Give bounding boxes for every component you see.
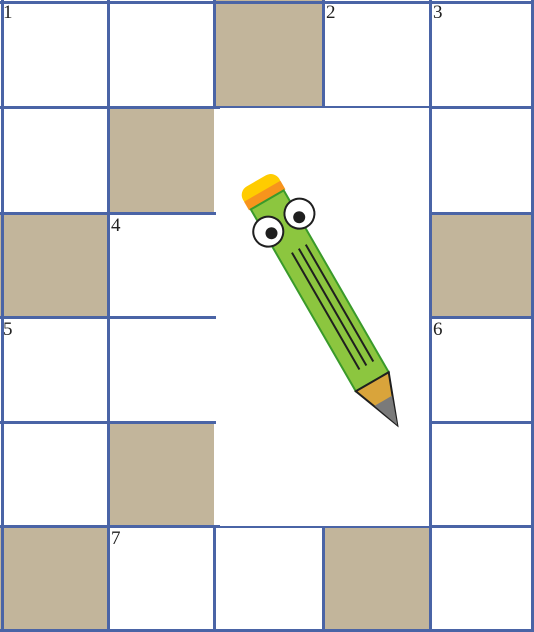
grid-cell[interactable]	[430, 107, 534, 213]
grid-line	[322, 526, 325, 632]
grid-line	[430, 316, 534, 319]
grid-line	[322, 0, 325, 108]
grid-line	[0, 421, 216, 424]
clue-number: 2	[326, 3, 336, 22]
grid-cell[interactable]	[108, 0, 214, 107]
grid-cell[interactable]: 1	[0, 0, 108, 107]
grid-cell[interactable]	[430, 422, 534, 526]
clue-number: 7	[111, 529, 121, 548]
open-area	[220, 108, 429, 526]
grid-cell[interactable]	[214, 526, 323, 632]
clue-number: 4	[111, 216, 121, 235]
grid-cell[interactable]: 7	[108, 526, 214, 632]
clue-number: 5	[3, 320, 13, 339]
grid-cell[interactable]	[0, 422, 108, 526]
grid-cell[interactable]: 2	[323, 0, 430, 107]
shaded-cell	[430, 213, 534, 317]
grid-cell[interactable]: 3	[430, 0, 534, 107]
shaded-cell	[108, 422, 214, 526]
clue-number: 6	[433, 320, 443, 339]
shaded-cell	[323, 526, 430, 632]
grid-cell[interactable]	[0, 107, 108, 213]
clue-number: 3	[433, 3, 443, 22]
grid-line	[430, 421, 534, 424]
grid-cell[interactable]: 6	[430, 317, 534, 422]
grid-line	[430, 212, 534, 215]
grid-line	[0, 316, 216, 319]
clue-number: 1	[3, 3, 13, 22]
grid-cell[interactable]: 5	[0, 317, 108, 422]
grid-line	[213, 0, 216, 108]
shaded-cell	[0, 213, 108, 317]
grid-line	[213, 526, 216, 632]
grid-cell[interactable]: 4	[108, 213, 214, 317]
shaded-cell	[0, 526, 108, 632]
shaded-cell	[214, 0, 323, 107]
grid-cell[interactable]	[108, 317, 214, 422]
grid-line	[0, 212, 216, 215]
shaded-cell	[108, 107, 214, 213]
grid-cell[interactable]	[430, 526, 534, 632]
grid-line	[0, 1, 534, 4]
